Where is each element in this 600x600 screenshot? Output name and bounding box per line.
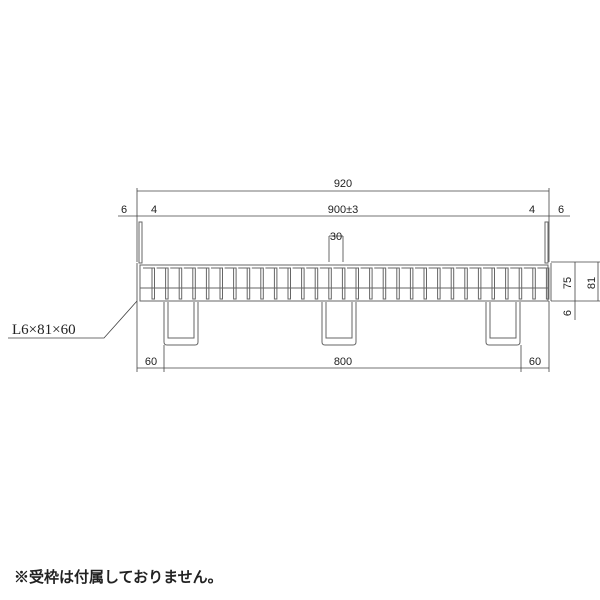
bearing-bar [151,267,155,300]
bearing-bar [545,267,550,300]
frame-label: L6×81×60 [12,322,76,338]
bearing-bar [464,267,468,300]
dim-60-right: 60 [529,356,541,368]
bearing-bar [423,267,427,300]
bearing-bar [328,267,332,300]
bearing-bar [382,267,387,300]
dim-81: 81 [586,277,598,289]
legs [163,302,521,346]
dim-920: 920 [334,178,352,190]
frame-left-flange [138,221,143,264]
grating-body [136,221,552,302]
dim-side-left: 6 [121,204,127,216]
bearing-bar [178,267,183,300]
note-text: ※受枠は付属しておりません。 [14,569,223,586]
dim-inner-right: 4 [529,204,535,216]
bearing-bars [143,267,550,300]
bearing-bar [518,267,523,300]
bearing-bar [219,267,223,300]
bearing-bar [409,267,414,300]
bearing-bar [491,267,495,300]
bearing-bar [505,267,509,300]
bearing-bar [273,267,278,300]
bearing-bar [450,267,455,300]
bearing-bar [437,267,441,300]
dim-6: 6 [562,310,574,316]
bearing-bar [260,267,264,300]
bearing-bar [233,267,237,300]
bearing-bar [205,267,210,300]
dim-30: 30 [330,231,342,243]
bearing-bar [192,267,196,300]
frame-right-flange [544,221,549,264]
support-leg [321,302,357,346]
dim-60-left: 60 [145,356,157,368]
dim-900: 900±3 [328,204,359,216]
bearing-bar [369,267,373,300]
support-leg [485,302,521,346]
bearing-bar [287,267,291,300]
bearing-bar [165,267,169,300]
bearing-bar [301,267,305,300]
bearing-bar [396,267,400,300]
dim-75: 75 [562,277,574,289]
support-leg [163,302,199,346]
bearing-bar [355,267,359,300]
bearing-bar [314,267,319,300]
dim-800: 800 [334,356,352,368]
bearing-bar [532,267,536,300]
grating-outline [139,264,549,302]
dim-side-right: 6 [558,204,564,216]
bearing-bar [477,267,482,300]
bearing-bar [341,267,346,300]
dim-inner-left: 4 [151,204,157,216]
bearing-bar [246,267,251,300]
dimension-lines [8,188,600,372]
